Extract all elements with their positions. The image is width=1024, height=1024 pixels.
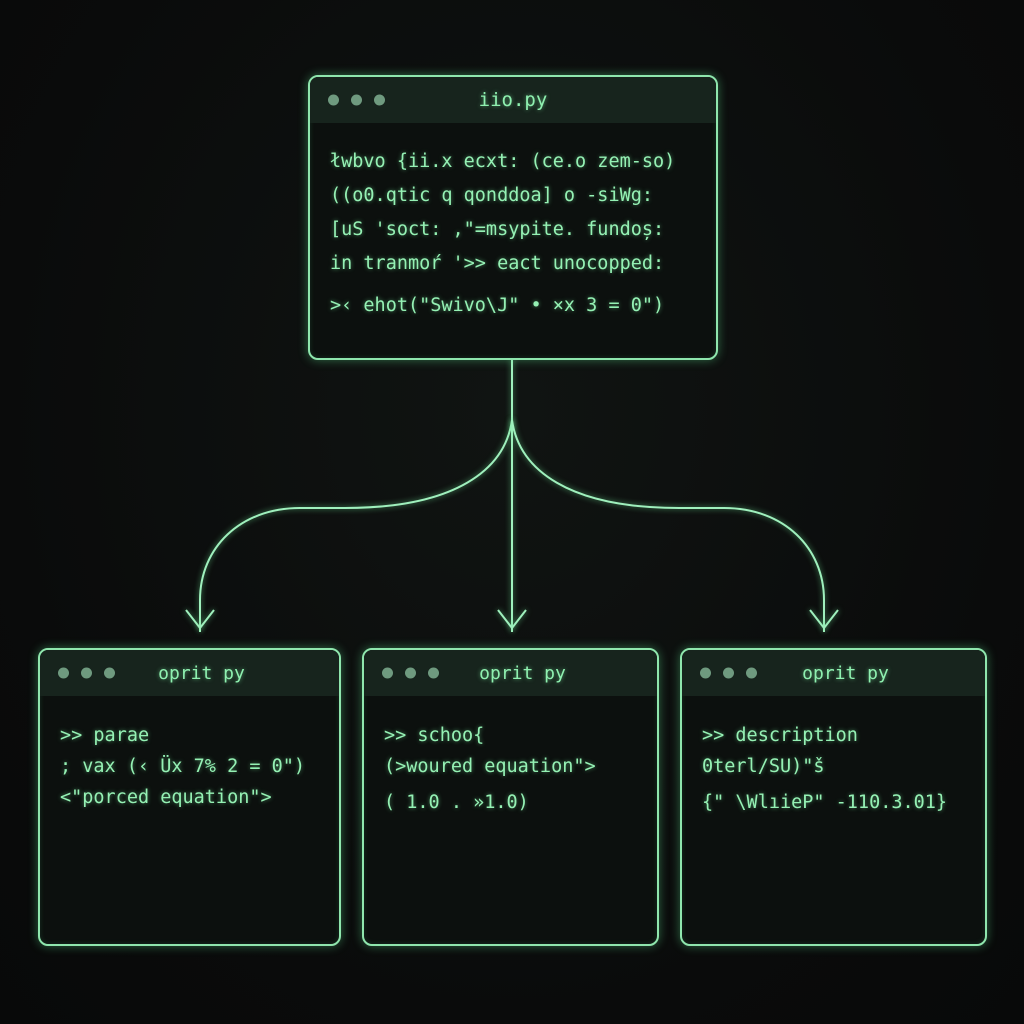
code-line: in tranmoŕ '>> eact unocopped: — [330, 253, 665, 274]
output-line: 0terl/SU)"š — [702, 756, 825, 777]
middle-window-title: oprit py — [479, 662, 566, 684]
window-controls — [58, 667, 115, 679]
main-window-titlebar[interactable]: iio.py — [310, 77, 716, 123]
window-dot-icon[interactable] — [382, 667, 393, 679]
window-dot-icon[interactable] — [351, 94, 362, 106]
window-dot-icon[interactable] — [328, 94, 339, 106]
output-line: {" \WlıieP" -110.3.01} — [702, 792, 948, 813]
window-dot-icon[interactable] — [374, 94, 385, 106]
window-dot-icon[interactable] — [104, 667, 115, 679]
arrowhead-right — [809, 609, 839, 630]
code-line: ((o0.qtic q qonddoa] o -siWg: — [330, 185, 654, 206]
code-line: >‹ ehot("Swivo\J" • ×x 3 = 0") — [330, 295, 665, 316]
left-output-body: >> parae ; vax (‹ Üx 7% 2 = 0") <"porced… — [40, 696, 339, 813]
output-line: ( 1.0 . »1.0) — [384, 792, 529, 813]
right-window-titlebar[interactable]: oprit py — [682, 650, 985, 696]
output-line: >> description — [702, 725, 858, 746]
middle-output-body: >> schoo{ (>woured equation"> ( 1.0 . »1… — [364, 696, 657, 818]
output-line: <"porced equation"> — [60, 787, 272, 808]
output-window-left[interactable]: oprit py >> parae ; vax (‹ Üx 7% 2 = 0")… — [38, 648, 341, 946]
window-dot-icon[interactable] — [746, 667, 757, 679]
output-window-middle[interactable]: oprit py >> schoo{ (>woured equation"> (… — [362, 648, 659, 946]
window-controls — [700, 667, 757, 679]
arrowhead-left — [185, 609, 215, 630]
window-dot-icon[interactable] — [428, 667, 439, 679]
output-line: ; vax (‹ Üx 7% 2 = 0") — [60, 756, 306, 777]
connector-right — [511, 419, 825, 632]
window-controls — [382, 667, 439, 679]
window-dot-icon[interactable] — [405, 667, 416, 679]
code-line: łwbvo {ii.x ecxt: (ce.o zem-so) — [330, 151, 676, 172]
arrowhead-middle — [497, 609, 527, 630]
main-window-title: iio.py — [478, 89, 548, 111]
window-dot-icon[interactable] — [700, 667, 711, 679]
window-dot-icon[interactable] — [58, 667, 69, 679]
left-window-titlebar[interactable]: oprit py — [40, 650, 339, 696]
main-code-body: łwbvo {ii.x ecxt: (ce.o zem-so) ((o0.qti… — [310, 123, 716, 323]
output-window-right[interactable]: oprit py >> description 0terl/SU)"š {" \… — [680, 648, 987, 946]
window-controls — [328, 94, 385, 106]
middle-window-titlebar[interactable]: oprit py — [364, 650, 657, 696]
output-line: (>woured equation"> — [384, 756, 596, 777]
output-line: >> parae — [60, 725, 150, 746]
main-code-window[interactable]: iio.py łwbvo {ii.x ecxt: (ce.o zem-so) (… — [308, 75, 718, 360]
right-output-body: >> description 0terl/SU)"š {" \WlıieP" -… — [682, 696, 985, 818]
right-window-title: oprit py — [802, 662, 889, 684]
code-line: [uS 'soct: ,"=msypite. fundoș: — [330, 219, 665, 240]
window-dot-icon[interactable] — [723, 667, 734, 679]
window-dot-icon[interactable] — [81, 667, 92, 679]
left-window-title: oprit py — [158, 662, 245, 684]
output-line: >> schoo{ — [384, 725, 485, 746]
connector-left — [199, 419, 513, 632]
